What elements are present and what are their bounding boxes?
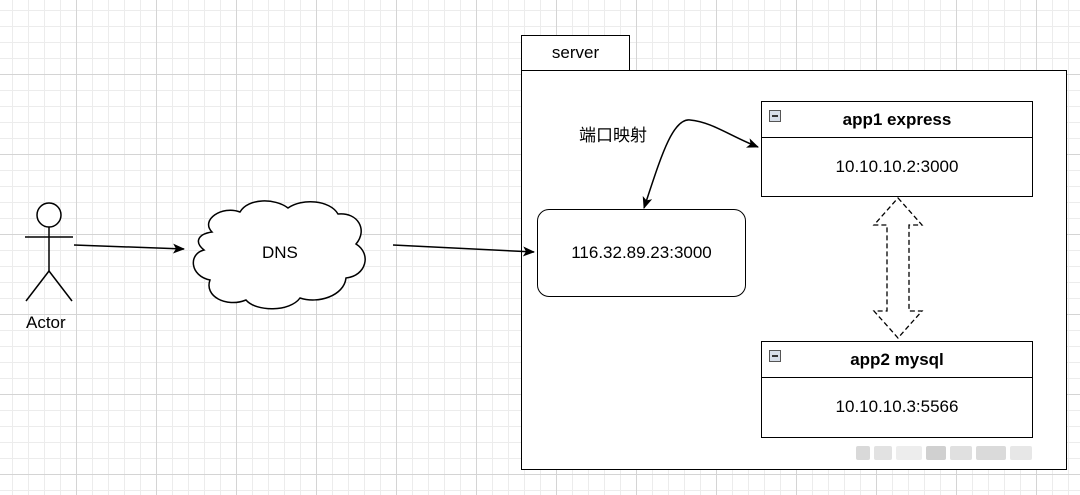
actor-dns-arrow[interactable]	[73, 243, 185, 254]
actor-label: Actor	[26, 313, 66, 332]
public-ip-box[interactable]: 116.32.89.23:3000	[537, 209, 746, 297]
port-mapping-label: 端口映射	[579, 126, 647, 145]
public-ip-label: 116.32.89.23:3000	[571, 243, 712, 262]
app-link-double-arrow[interactable]	[872, 197, 924, 339]
minus-square-icon[interactable]	[769, 350, 781, 362]
server-tab[interactable]: server	[521, 35, 630, 70]
app1-title: app1 express	[842, 109, 952, 129]
server-label: server	[551, 43, 600, 62]
app2-address: 10.10.10.3:5566	[835, 397, 959, 416]
dns-cloud[interactable]	[192, 200, 366, 310]
app1-box[interactable]: app1 express 10.10.10.2:3000	[761, 101, 1033, 197]
app1-address: 10.10.10.2:3000	[835, 156, 959, 176]
app2-box[interactable]: app2 mysql 10.10.10.3:5566	[761, 341, 1033, 438]
app2-title: app2 mysql	[850, 349, 944, 369]
minus-square-icon[interactable]	[769, 110, 781, 122]
watermark	[856, 438, 1056, 468]
app1-body: 10.10.10.2:3000	[762, 138, 1032, 195]
app2-body: 10.10.10.3:5566	[762, 378, 1032, 436]
dns-ip-arrow[interactable]	[392, 244, 535, 257]
dns-label: DNS	[262, 243, 298, 262]
port-mapping-arrow[interactable]	[642, 119, 759, 209]
app1-header: app1 express	[762, 102, 1032, 138]
app2-header: app2 mysql	[762, 342, 1032, 378]
stick-figure-icon[interactable]	[25, 202, 73, 302]
